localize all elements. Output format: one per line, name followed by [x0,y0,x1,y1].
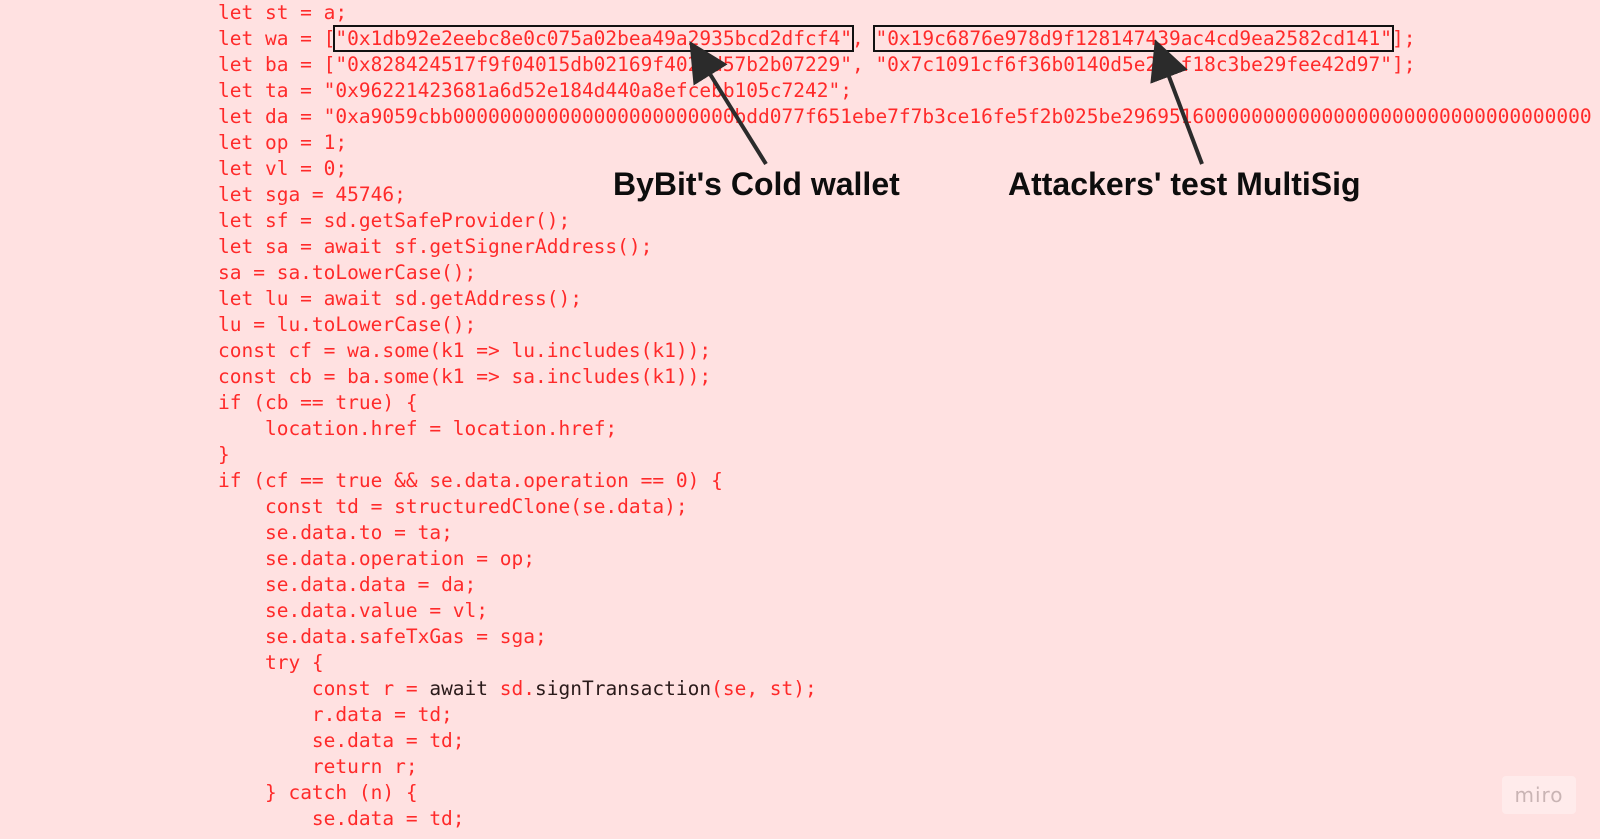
code-line: location.href = location.href; [218,416,1592,442]
code-line: let sa = await sf.getSignerAddress(); [218,234,1592,260]
code-line: const r = await sd.signTransaction(se, s… [218,676,1592,702]
code-indent [218,625,265,648]
code-text: return r; [311,755,418,778]
code-line: let sf = sd.getSafeProvider(); [218,208,1592,234]
code-line: const td = structuredClone(se.data); [218,494,1592,520]
code-block: let st = a;let wa = ["0x1db92e2eebc8e0c0… [218,0,1592,832]
code-indent [218,807,312,830]
code-line: se.data.operation = op; [218,546,1592,572]
code-text: let sf = sd.getSafeProvider(); [218,209,571,232]
code-text: const td = structuredClone(se.data); [264,495,688,518]
miro-watermark: miro [1502,776,1576,814]
code-text: location.href = location.href; [264,417,618,440]
code-text: , [851,27,876,50]
code-line: if (cb == true) { [218,390,1592,416]
code-line: let wa = ["0x1db92e2eebc8e0c075a02bea49a… [218,25,1592,52]
code-text: r.data = td; [311,703,453,726]
code-line: se.data.data = da; [218,572,1592,598]
code-keyword: await [429,677,489,700]
code-line: let st = a; [218,0,1592,26]
code-indent [218,417,265,440]
highlighted-address-attacker-multisig: "0x19c6876e978d9f128147439ac4cd9ea2582cd… [873,25,1395,52]
code-text: if (cb == true) { [218,391,418,414]
code-indent [218,547,265,570]
code-line: let ta = "0x96221423681a6d52e184d440a8ef… [218,78,1592,104]
code-text: lu = lu.toLowerCase(); [218,313,477,336]
code-line: return r; [218,754,1592,780]
code-function-name: signTransaction [535,677,712,700]
code-text: se.data = td; [311,729,465,752]
code-text: se.data.data = da; [264,573,477,596]
code-text: const r = [311,677,430,700]
code-line: let op = 1; [218,130,1592,156]
code-line: se.data.safeTxGas = sga; [218,624,1592,650]
code-text: let op = 1; [218,131,348,154]
code-line: se.data = td; [218,728,1592,754]
code-line: se.data.to = ta; [218,520,1592,546]
code-text: se.data.operation = op; [264,547,535,570]
code-line: try { [218,650,1592,676]
code-indent [218,729,312,752]
code-line: lu = lu.toLowerCase(); [218,312,1592,338]
code-indent [218,651,265,674]
code-text: sa = sa.toLowerCase(); [218,261,477,284]
code-indent [218,573,265,596]
code-line: let sga = 45746; [218,182,1592,208]
code-line: let vl = 0; [218,156,1592,182]
code-indent [218,521,265,544]
code-text: let sa = await sf.getSignerAddress(); [218,235,653,258]
code-line: const cf = wa.some(k1 => lu.includes(k1)… [218,338,1592,364]
code-line: const cb = ba.some(k1 => sa.includes(k1)… [218,364,1592,390]
code-text: let ba = ["0x828424517f9f04015db02169f40… [218,53,1416,76]
code-line: if (cf == true && se.data.operation == 0… [218,468,1592,494]
code-text: } catch (n) { [264,781,418,804]
code-text: se.data.to = ta; [264,521,453,544]
code-line: let da = "0xa9059cbb00000000000000000000… [218,104,1592,130]
code-line: } [218,442,1592,468]
code-line: sa = sa.toLowerCase(); [218,260,1592,286]
code-text: se.data = td; [311,807,465,830]
code-text: const cb = ba.some(k1 => sa.includes(k1)… [218,365,712,388]
code-indent [218,599,265,622]
code-text: let st = a; [218,1,348,24]
code-text: se.data.value = vl; [264,599,489,622]
code-text: let lu = await sd.getAddress(); [218,287,582,310]
code-text: se.data.safeTxGas = sga; [264,625,547,648]
code-text: let wa = [ [218,27,336,50]
code-text: let ta = "0x96221423681a6d52e184d440a8ef… [218,79,852,102]
code-text: let sga = 45746; [218,183,406,206]
code-text: let da = "0xa9059cbb00000000000000000000… [218,105,1592,128]
code-text: sd. [488,677,535,700]
code-indent [218,703,312,726]
code-text: const cf = wa.some(k1 => lu.includes(k1)… [218,339,712,362]
highlighted-address-cold-wallet: "0x1db92e2eebc8e0c075a02bea49a2935bcd2df… [333,25,854,52]
cold-wallet-label: ByBit's Cold wallet [613,166,900,202]
code-indent [218,755,312,778]
code-text: try { [264,651,324,674]
code-text: let vl = 0; [218,157,348,180]
code-indent [218,677,312,700]
code-text: } [218,443,230,466]
code-indent [218,495,265,518]
code-text: if (cf == true && se.data.operation == 0… [218,469,723,492]
code-text: ]; [1392,27,1416,50]
code-line: se.data = td; [218,806,1592,832]
attackers-multisig-label: Attackers' test MultiSig [1008,166,1361,202]
code-line: r.data = td; [218,702,1592,728]
code-line: let ba = ["0x828424517f9f04015db02169f40… [218,52,1592,78]
code-line: } catch (n) { [218,780,1592,806]
code-line: se.data.value = vl; [218,598,1592,624]
code-indent [218,781,265,804]
code-line: let lu = await sd.getAddress(); [218,286,1592,312]
code-text: (se, st); [711,677,817,700]
